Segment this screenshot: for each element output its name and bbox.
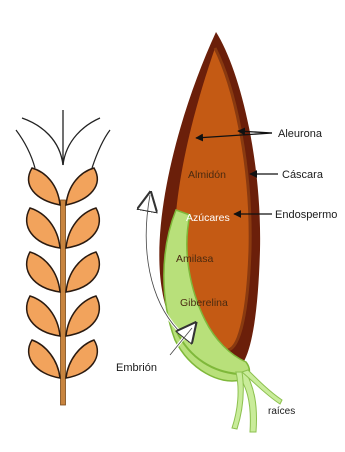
label-endospermo: Endospermo xyxy=(275,209,337,221)
wheat-ear-icon xyxy=(16,110,110,405)
label-giberelina: Giberelina xyxy=(180,297,228,309)
label-almidon: Almidón xyxy=(188,169,226,181)
grain-section xyxy=(159,32,282,432)
label-aleurona: Aleurona xyxy=(278,128,323,140)
label-amilasa: Amilasa xyxy=(176,253,214,265)
label-raices: raíces xyxy=(268,406,295,417)
label-azucares: Azúcares xyxy=(186,212,230,224)
label-embrion: Embrión xyxy=(116,362,157,374)
roots-icon xyxy=(232,370,282,432)
label-cascara: Cáscara xyxy=(282,169,324,181)
